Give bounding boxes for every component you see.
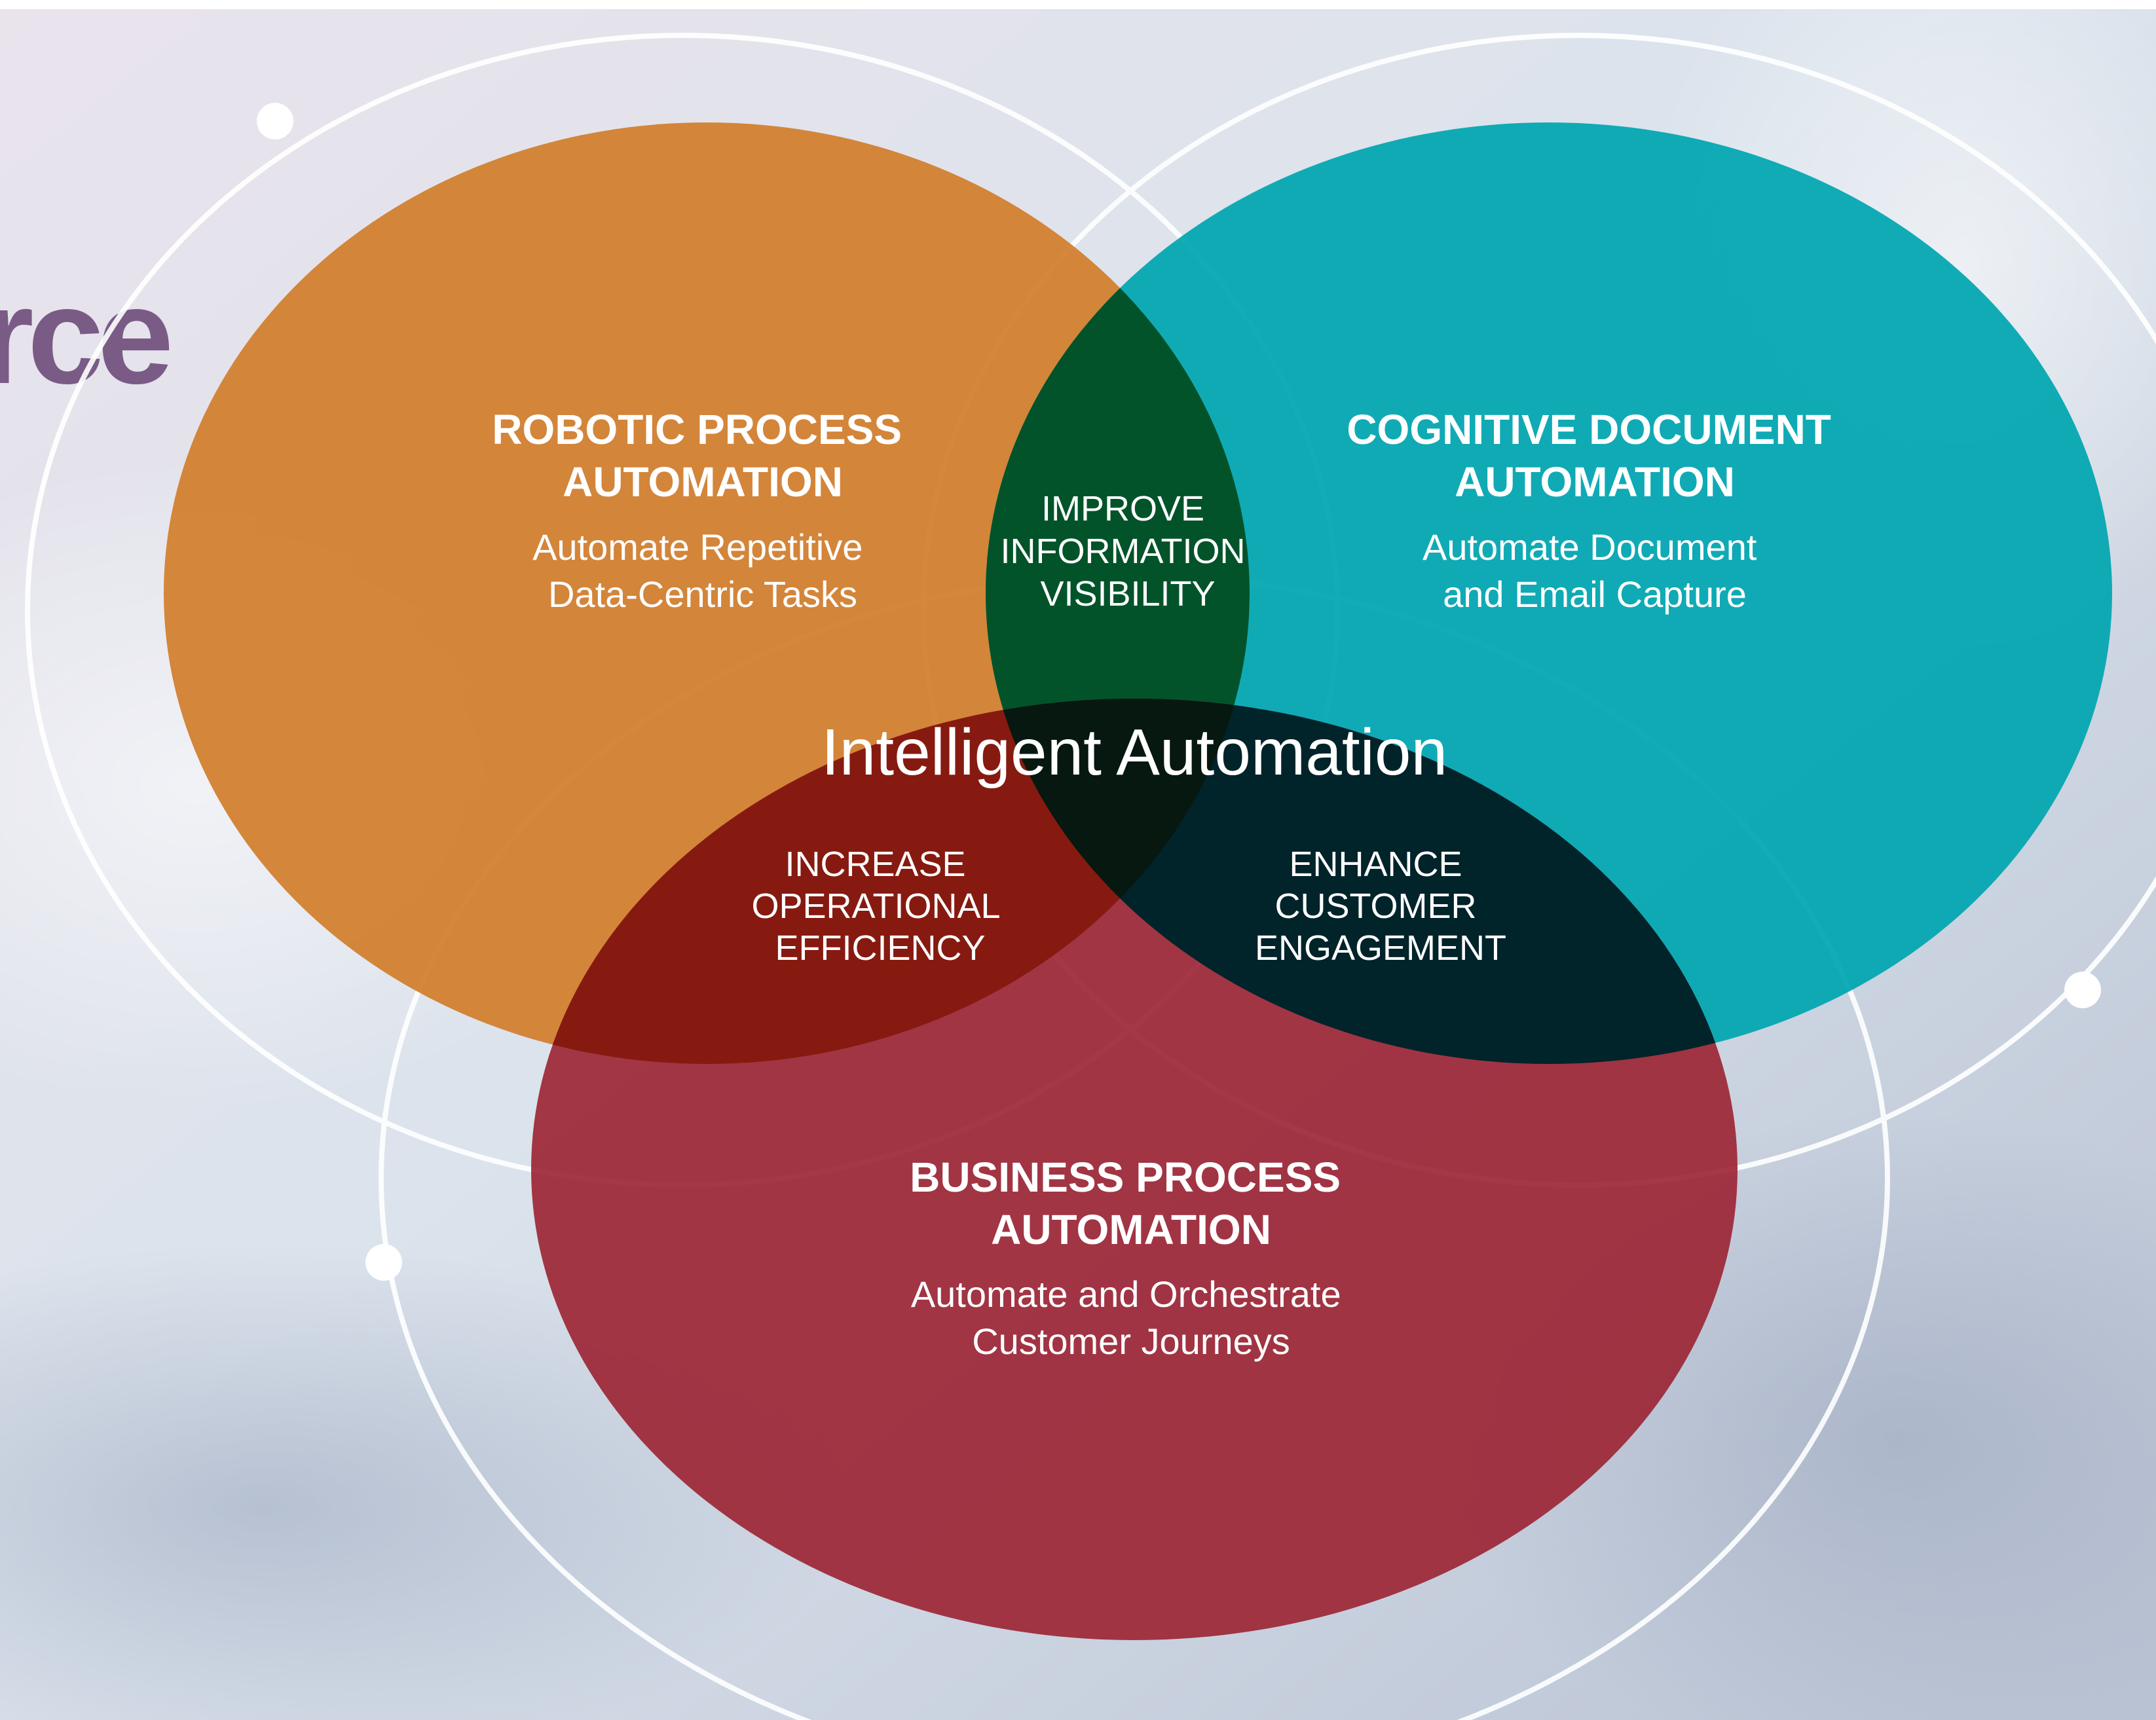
overlap-rpa-bpa-line-1: INCREASE bbox=[785, 845, 965, 884]
bpa-title-line-1: BUSINESS PROCESS bbox=[910, 1154, 1341, 1201]
rpa-title-line-1: ROBOTIC PROCESS bbox=[492, 406, 902, 453]
orbit-node-top-left bbox=[257, 103, 293, 139]
overlap-cda-bpa-line-1: ENHANCE bbox=[1289, 845, 1462, 884]
brand-word-fragment: rce bbox=[0, 259, 170, 412]
bpa-title: BUSINESS PROCESS AUTOMATION bbox=[910, 1154, 1352, 1253]
rpa-description-line-1: Automate Repetitive bbox=[532, 526, 863, 568]
overlap-rpa-bpa-line-2: OPERATIONAL bbox=[751, 887, 999, 926]
overlap-rpa-bpa bbox=[531, 699, 1250, 1064]
overlap-rpa-bpa-line-3: EFFICIENCY bbox=[775, 928, 985, 968]
orbit-nodes bbox=[257, 103, 2101, 1281]
overlap-rpa-cda-line-1: IMPROVE bbox=[1041, 489, 1204, 528]
bpa-description-line-1: Automate and Orchestrate bbox=[911, 1273, 1341, 1315]
overlap-rpa-cda-line-3: VISIBILITY bbox=[1040, 574, 1215, 613]
cda-title: COGNITIVE DOCUMENT AUTOMATION bbox=[1347, 406, 1842, 505]
overlap-cda-bpa-line-2: CUSTOMER bbox=[1274, 887, 1476, 926]
rpa-title: ROBOTIC PROCESS AUTOMATION bbox=[492, 406, 914, 505]
cda-title-line-2: AUTOMATION bbox=[1455, 458, 1735, 505]
cda-description: Automate Document and Email Capture bbox=[1422, 526, 1767, 615]
rpa-description-line-2: Data-Centric Tasks bbox=[548, 574, 857, 615]
overlap-cda-bpa-label: ENHANCE CUSTOMER ENGAGEMENT bbox=[1255, 845, 1506, 968]
bpa-description: Automate and Orchestrate Customer Journe… bbox=[911, 1273, 1351, 1362]
cda-title-line-1: COGNITIVE DOCUMENT bbox=[1347, 406, 1831, 453]
overlap-cda-bpa-line-3: ENGAGEMENT bbox=[1255, 928, 1506, 968]
overlap-rpa-cda-label: IMPROVE INFORMATION VISIBILITY bbox=[1001, 489, 1255, 613]
bpa-description-line-2: Customer Journeys bbox=[972, 1321, 1290, 1362]
bpa-title-line-2: AUTOMATION bbox=[991, 1206, 1271, 1253]
overlap-rpa-cda-line-2: INFORMATION bbox=[1001, 532, 1246, 571]
orbit-node-bottom-left bbox=[365, 1244, 402, 1281]
orbit-node-right bbox=[2064, 972, 2101, 1008]
cda-description-line-2: and Email Capture bbox=[1443, 574, 1747, 615]
rpa-description: Automate Repetitive Data-Centric Tasks bbox=[532, 526, 873, 615]
rpa-title-line-2: AUTOMATION bbox=[563, 458, 843, 505]
cda-description-line-1: Automate Document bbox=[1422, 526, 1757, 568]
overlap-cda-bpa bbox=[986, 699, 1738, 1064]
center-title: Intelligent Automation bbox=[821, 716, 1447, 789]
overlap-rpa-bpa-label: INCREASE OPERATIONAL EFFICIENCY bbox=[751, 845, 1009, 968]
